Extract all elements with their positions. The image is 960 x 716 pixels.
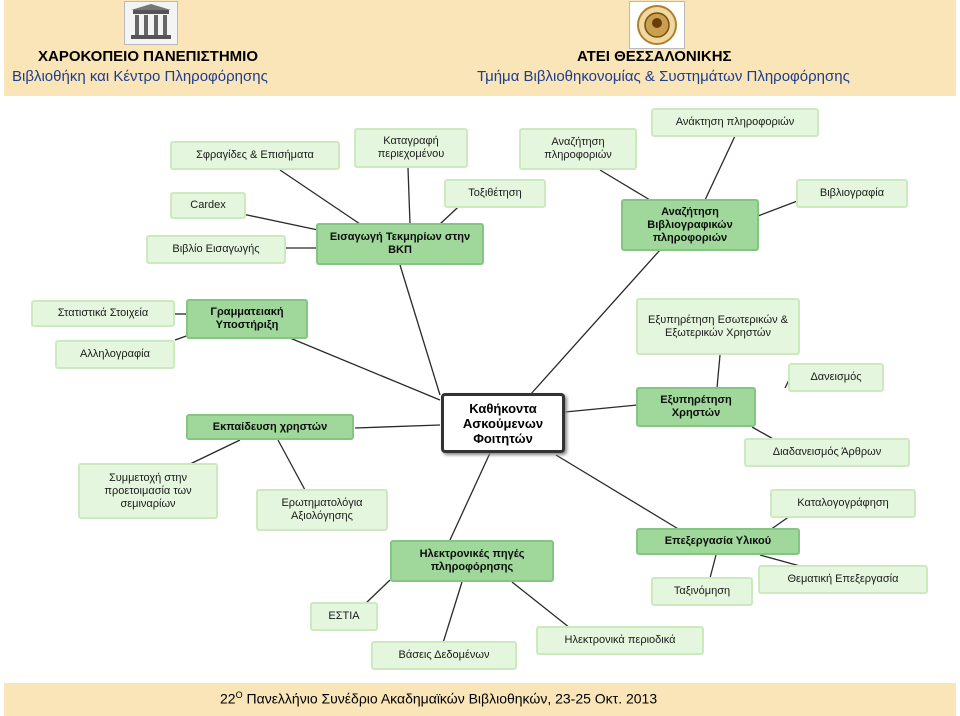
- node-ilektronikes-piges: Ηλεκτρονικές πηγές πληροφόρησης: [390, 540, 554, 582]
- footer-superscript: Ο: [235, 690, 243, 700]
- node-vivliografia: Βιβλιογραφία: [796, 179, 908, 208]
- node-exypiretisi-esoterikon: Εξυπηρέτηση Εσωτερικών & Εξωτερικών Χρησ…: [636, 298, 800, 355]
- node-exypiretisi-xriston: Εξυπηρέτηση Χρηστών: [636, 387, 756, 427]
- node-anazitisi-pliroforion: Αναζήτηση πληροφοριών: [519, 128, 637, 170]
- node-katagrafi: Καταγραφή περιεχομένου: [354, 128, 468, 168]
- node-erotimatologia: Ερωτηματολόγια Αξιολόγησης: [256, 489, 388, 531]
- node-anazitisi-vivliografikon: Αναζήτηση Βιβλιογραφικών πληροφοριών: [621, 199, 759, 251]
- node-statistika-stoixeia: Στατιστικά Στοιχεία: [31, 300, 175, 327]
- node-cardex: Cardex: [170, 192, 246, 219]
- node-vaseis-dedomenon: Βάσεις Δεδομένων: [371, 641, 517, 670]
- footer-number: 22: [220, 690, 236, 707]
- atei-seal-logo: [629, 1, 685, 49]
- footer-label: Πανελλήνιο Συνέδριο Ακαδημαϊκών Βιβλιοθη…: [242, 690, 658, 707]
- node-symmetoxi-seminarion: Συμμετοχή στην προετοιμασία των σεμιναρί…: [78, 463, 218, 519]
- node-katalogografisi: Καταλογογράφηση: [770, 489, 916, 518]
- center-node: Καθήκοντα Ασκούμενων Φοιτητών: [441, 393, 565, 453]
- node-allilografia: Αλληλογραφία: [55, 340, 175, 369]
- node-grammateiaki-ypostirixi: Γραμματειακή Υποστήριξη: [186, 299, 308, 339]
- node-eisagogi-tekmirion: Εισαγωγή Τεκμηρίων στην ΒΚΠ: [316, 223, 484, 265]
- node-taxinomisi: Ταξινόμηση: [651, 577, 753, 606]
- left-institution-subtitle: Βιβλιοθήκη και Κέντρο Πληροφόρησης: [12, 68, 268, 85]
- node-toxithetisi: Τοξιθέτηση: [444, 179, 546, 208]
- node-ilektronika-periodika: Ηλεκτρονικά περιοδικά: [536, 626, 704, 655]
- node-anaktisi-pliroforion: Ανάκτηση πληροφοριών: [651, 108, 819, 137]
- right-institution-title: ΑΤΕΙ ΘΕΣΣΑΛΟΝΙΚΗΣ: [577, 48, 732, 65]
- node-epexergasia-ylikou: Επεξεργασία Υλικού: [636, 528, 800, 555]
- harokopio-logo: [124, 1, 178, 45]
- node-ekpaideusi-xriston: Εκπαίδευση χρηστών: [186, 414, 354, 440]
- node-thematiki-epexergasia: Θεματική Επεξεργασία: [758, 565, 928, 594]
- node-diadaneismos-arthron: Διαδανεισμός Άρθρων: [744, 438, 910, 467]
- node-daneismos: Δανεισμός: [788, 363, 884, 392]
- footer-conference-text: 22Ο Πανελλήνιο Συνέδριο Ακαδημαϊκών Βιβλ…: [220, 690, 657, 707]
- right-institution-subtitle: Τμήμα Βιβλιοθηκονομίας & Συστημάτων Πληρ…: [477, 68, 850, 85]
- footer-banner: [4, 683, 956, 716]
- left-institution-title: ΧΑΡΟΚΟΠΕΙΟ ΠΑΝΕΠΙΣΤΗΜΙΟ: [38, 48, 258, 65]
- node-sfragides: Σφραγίδες & Επισήματα: [170, 141, 340, 170]
- node-vivlio-eisagogis: Βιβλίο Εισαγωγής: [146, 235, 286, 264]
- node-estia: ΕΣΤΙΑ: [310, 602, 378, 631]
